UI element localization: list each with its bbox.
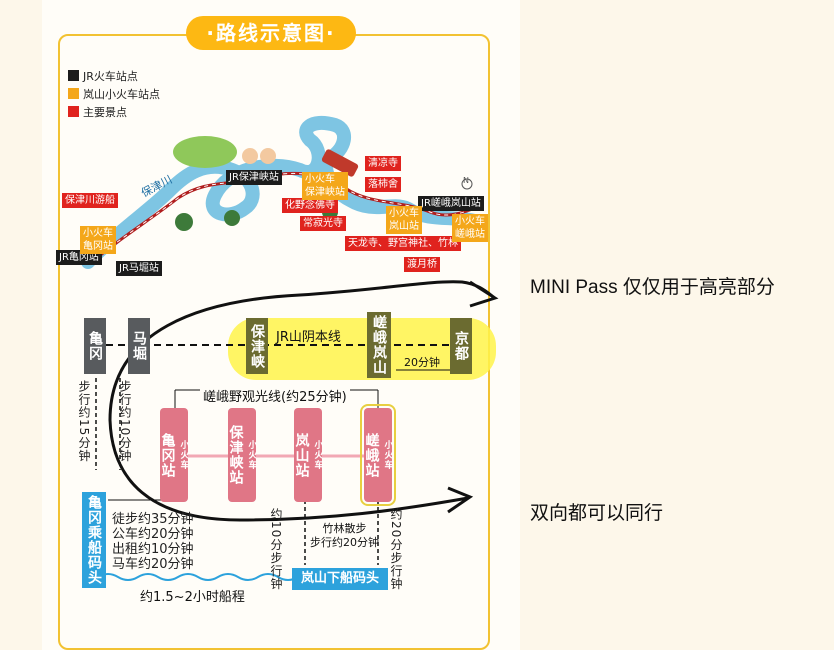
annotation-arrow-bottom bbox=[108, 419, 474, 522]
torokko-station-arashiyama: 小火车岚山站 bbox=[294, 408, 323, 502]
jr-line-label: JR山阴本线 bbox=[276, 330, 341, 345]
compass-icon bbox=[461, 178, 473, 190]
label-torokko-kameoka: 小火车 亀冈站 bbox=[80, 226, 116, 254]
station-hozukyo: 保津峡 bbox=[246, 318, 268, 374]
label-torokko-hozukyo: 小火车 保津峡站 bbox=[302, 172, 348, 200]
station-kameoka: 亀冈 bbox=[84, 318, 106, 374]
station-kyoto: 京都 bbox=[450, 318, 472, 374]
torokko-station-kameoka: 小火车亀冈站 bbox=[160, 408, 189, 502]
boat-time: 约1.5~2小时船程 bbox=[140, 590, 245, 605]
walk-note-umahori: 步行约10分钟 bbox=[118, 380, 132, 463]
mountain-shape bbox=[173, 136, 237, 168]
station-saga-arashiyama: 嵯峨岚山 bbox=[367, 312, 391, 378]
character-icon bbox=[242, 148, 258, 164]
arashiyama-boat-pier: 岚山下船码头 bbox=[292, 568, 388, 590]
bamboo-walk-note: 竹林散步 步行约20分钟 bbox=[310, 522, 379, 549]
label-jr-hozukyo: JR保津峡站 bbox=[226, 170, 282, 185]
label-seiryoji: 清凉寺 bbox=[365, 156, 401, 171]
legend-item-spot: 主要景点 bbox=[68, 104, 127, 120]
torokko-station-saga: 小火车嵯峨站 bbox=[360, 404, 396, 506]
boat-route-wave bbox=[97, 573, 299, 581]
compass-north: N bbox=[463, 176, 469, 185]
torokko-line-label: 嵯峨野观光线(约25分钟) bbox=[200, 386, 350, 405]
torokko-track-dash bbox=[91, 172, 483, 263]
walk-note-arashiyama: 约10分步行钟 bbox=[269, 508, 283, 591]
label-torokko-arashiyama: 小火车 岚山站 bbox=[386, 206, 422, 234]
train-icon bbox=[321, 149, 359, 177]
label-adashino: 化野念佛寺 bbox=[282, 198, 338, 213]
label-jojakkoji: 常寂光寺 bbox=[300, 216, 346, 231]
label-togetsukyo: 渡月桥 bbox=[404, 257, 440, 272]
transport-option: 马车约20分钟 bbox=[112, 557, 194, 572]
station-boat-pier: 亀冈乘船码头 bbox=[82, 492, 106, 588]
walk-note-kameoka: 步行约15分钟 bbox=[77, 380, 91, 463]
station-umahori: 马堀 bbox=[128, 318, 150, 374]
label-tenryuji: 天龙寺、野宫神社、竹林 bbox=[345, 236, 461, 251]
walk-note-saga: 约20分步行钟 bbox=[389, 508, 403, 591]
character-icon bbox=[260, 148, 276, 164]
transport-option: 徒步约35分钟 bbox=[112, 512, 194, 527]
label-jr-umahori: JR马堀站 bbox=[116, 261, 162, 276]
legend-item-jr: JR火车站点 bbox=[68, 68, 138, 84]
annotation-mini-pass: MINI Pass 仅仅用于高亮部分 bbox=[530, 277, 775, 298]
kyoto-time: 20分钟 bbox=[404, 356, 440, 369]
label-hozugawa-boat: 保津川游船 bbox=[62, 193, 118, 208]
label-torokko-saga: 小火车 嵯峨站 bbox=[452, 214, 488, 242]
annotation-both-ways: 双向都可以同行 bbox=[530, 503, 664, 524]
label-jr-saga-arashiyama: JR嵯峨岚山站 bbox=[418, 196, 484, 211]
label-rakushisha: 落柿舍 bbox=[365, 177, 401, 192]
transport-option: 出租约10分钟 bbox=[112, 542, 194, 557]
tree-icon bbox=[175, 213, 193, 231]
legend-item-torokko: 岚山小火车站点 bbox=[68, 86, 160, 102]
poster-title: ·路线示意图· bbox=[186, 16, 356, 50]
tree-icon bbox=[224, 210, 240, 226]
torokko-station-hozukyo: 小火车保津峡站 bbox=[228, 408, 257, 502]
transport-option: 公车约20分钟 bbox=[112, 527, 194, 542]
